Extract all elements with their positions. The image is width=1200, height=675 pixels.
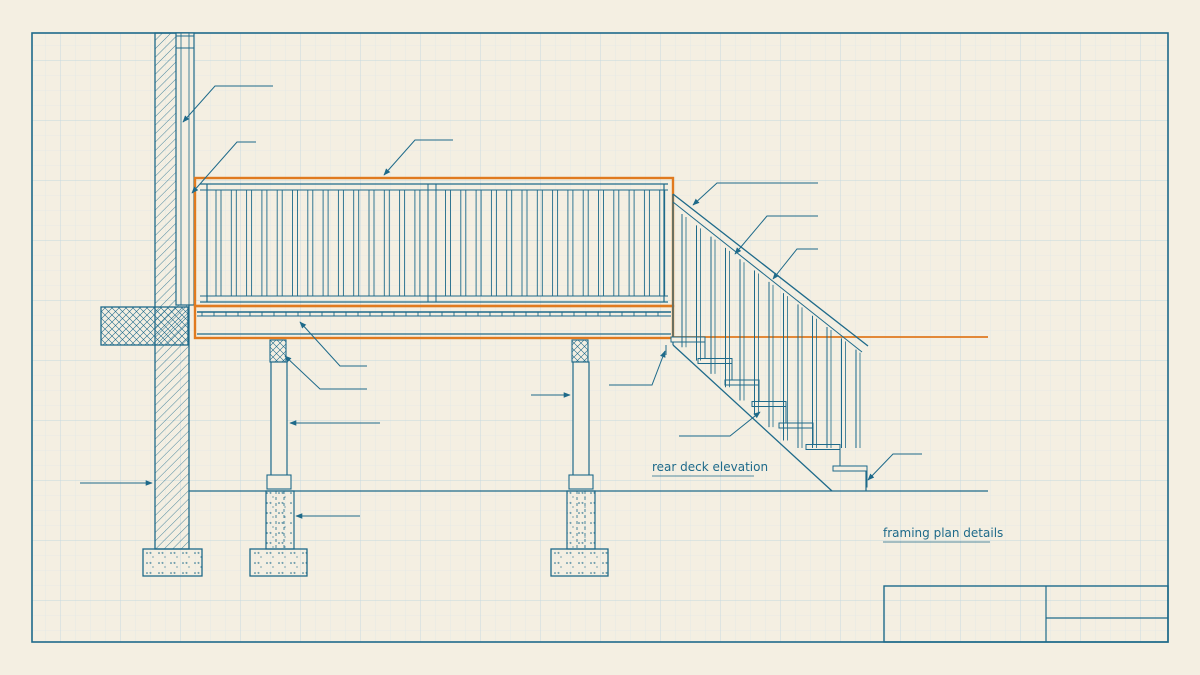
leader-stringer (679, 411, 761, 437)
deck-post-left (266, 339, 292, 490)
deck-railing (200, 183, 668, 303)
baluster (567, 189, 574, 297)
leader-decking (299, 321, 367, 367)
baluster (368, 189, 375, 297)
baluster (337, 189, 344, 297)
baluster (613, 189, 620, 297)
elevation-label: rear deck elevation (652, 460, 768, 474)
pier-footing-left (249, 490, 308, 577)
leader-stair-post (772, 248, 818, 280)
baluster (506, 189, 513, 297)
baluster (307, 189, 314, 297)
sheet-border (31, 32, 1169, 643)
leader-stair-rail (692, 182, 818, 206)
baluster (215, 189, 222, 297)
baluster (552, 189, 559, 297)
framing-label: framing plan details (883, 526, 1003, 540)
deck-board-ticks (201, 312, 659, 316)
floor-slab (100, 306, 189, 346)
baluster (582, 189, 589, 297)
baluster (276, 189, 283, 297)
stair-tread (724, 379, 760, 386)
baluster (628, 189, 635, 297)
baluster (292, 189, 298, 297)
baluster (460, 189, 467, 297)
baluster (643, 189, 650, 297)
baluster (399, 189, 406, 297)
baluster (521, 189, 528, 297)
deck-post-right (568, 339, 594, 490)
baluster (261, 189, 268, 297)
leader-guardrail (383, 139, 453, 176)
stair-balusters (681, 214, 861, 448)
leader-ledger (191, 141, 256, 194)
baluster (383, 189, 390, 297)
leader-lines (80, 85, 922, 519)
baluster (322, 189, 329, 297)
stair-tread (805, 444, 841, 450)
baluster (230, 189, 237, 297)
baluster (246, 189, 253, 297)
deck-balusters (215, 189, 666, 297)
baluster (414, 189, 421, 297)
baluster (659, 189, 666, 297)
leader-stringer-top (609, 350, 666, 386)
leader-stair-footing (867, 453, 922, 481)
deck-rim-joist (197, 311, 671, 335)
baluster (475, 189, 482, 297)
baluster (490, 189, 497, 297)
stair-tread (832, 465, 868, 472)
leader-wall-sheathing (182, 85, 273, 123)
stair-tread (670, 336, 706, 343)
stair-tread (778, 422, 814, 429)
leader-joist-hanger (284, 355, 367, 390)
baluster (445, 189, 451, 297)
house-wall (154, 32, 195, 550)
baluster (536, 189, 543, 297)
wall-footing (142, 548, 203, 577)
baluster (353, 189, 360, 297)
leader-stair-baluster (734, 215, 818, 255)
baluster (598, 189, 604, 297)
title-block (883, 585, 1169, 643)
pier-footing-right (550, 490, 609, 577)
